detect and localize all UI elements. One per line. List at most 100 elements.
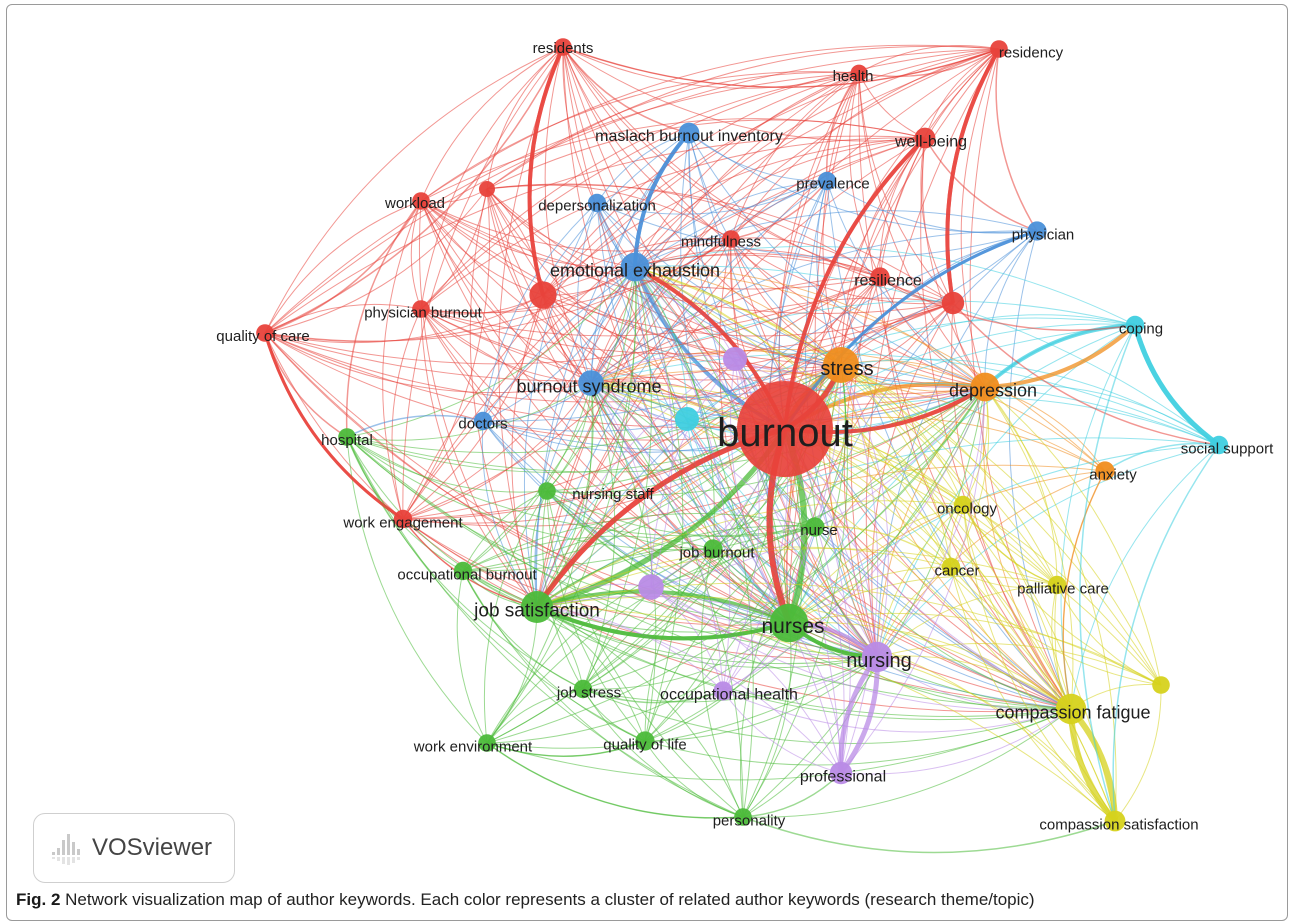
node-occupational-health [713, 681, 733, 701]
node-wellbeing [914, 127, 936, 149]
node-depersonalization [587, 193, 607, 213]
network-link [590, 382, 1058, 586]
network-link [420, 188, 488, 310]
network-link [876, 584, 1058, 658]
network-link [962, 504, 1116, 822]
label-wellbeing: well-being [894, 134, 967, 151]
network-link [498, 46, 564, 608]
network-link [346, 382, 592, 441]
network-link [840, 364, 1072, 710]
network-link [486, 708, 1072, 781]
node-anxiety [1095, 461, 1115, 481]
network-link [264, 46, 564, 334]
network-link [481, 420, 538, 608]
network-link [788, 621, 1072, 710]
network-link [420, 71, 860, 202]
network-link [722, 690, 842, 774]
node-purple-unlabeled-b [638, 574, 664, 600]
node-mindfulness [722, 230, 740, 248]
vosviewer-logo-icon [52, 834, 80, 865]
node-cyan-unlabeled [675, 407, 699, 431]
network-link [346, 436, 488, 744]
network-link [876, 230, 1038, 658]
network-link [582, 548, 714, 690]
network-link [456, 570, 488, 744]
node-oncology [953, 495, 973, 515]
network-link [922, 137, 986, 388]
network-link [420, 46, 564, 202]
network-link [462, 570, 744, 818]
network-link [984, 386, 1058, 586]
network-link [634, 266, 1058, 586]
network-link [542, 238, 732, 296]
network-link [527, 46, 565, 296]
network-link [486, 188, 790, 624]
network-link [546, 266, 636, 492]
node-doctors [473, 411, 493, 431]
network-link [345, 200, 422, 438]
network-link [742, 772, 842, 818]
network-link [462, 570, 790, 633]
node-red-unlabeled-b [941, 291, 965, 315]
network-link [264, 332, 878, 658]
network-link [742, 656, 878, 818]
network-link [420, 276, 881, 337]
label-coping: coping [1119, 320, 1163, 337]
network-link [486, 266, 637, 744]
network-link [840, 230, 1038, 366]
network-link [879, 48, 1000, 278]
network-link [346, 436, 538, 608]
network-link [650, 358, 736, 588]
node-yellow-unlabeled [1152, 676, 1170, 694]
network-link [402, 276, 881, 520]
network-link [590, 364, 842, 398]
network-link [788, 470, 1106, 624]
network-link [462, 570, 878, 665]
network-link [582, 656, 878, 703]
label-emotional-exhaustion: emotional exhaustion [550, 260, 720, 280]
network-link [410, 200, 422, 310]
network-link [788, 575, 1058, 624]
network-link [482, 266, 636, 422]
network-link [840, 364, 1162, 686]
label-workload: workload [384, 195, 445, 212]
label-nursing-staff: nursing staff [572, 486, 654, 503]
network-link [402, 137, 926, 520]
network-link [462, 570, 646, 742]
network-link [590, 382, 1162, 686]
network-link [1132, 324, 1221, 448]
network-link [544, 46, 592, 384]
network-link [590, 72, 860, 384]
label-burnout: burnout [717, 411, 853, 455]
node-nursing [861, 641, 893, 673]
network-link [634, 266, 1162, 686]
network-link [634, 180, 828, 268]
network-link [596, 180, 828, 215]
network-link [483, 490, 548, 744]
label-health: health [833, 68, 874, 85]
node-work-environment [478, 734, 496, 752]
network-link [562, 46, 1000, 88]
network-link [486, 382, 593, 744]
network-link [264, 332, 986, 429]
network-link [582, 266, 652, 690]
network-link [814, 386, 986, 528]
node-hospital [338, 428, 356, 446]
node-residents [554, 38, 572, 56]
network-link [840, 386, 986, 774]
network-link [650, 586, 724, 692]
node-professional [829, 761, 853, 785]
network-link [730, 358, 790, 624]
network-link [264, 46, 564, 334]
network-link [814, 525, 952, 568]
network-link [590, 382, 724, 692]
network-link [402, 302, 954, 520]
node-job-satisfaction [521, 591, 553, 623]
label-residency: residency [999, 44, 1064, 61]
network-link [730, 72, 860, 240]
network-link [420, 294, 544, 315]
network-link [644, 740, 744, 818]
network-link [264, 200, 422, 334]
network-link [1079, 324, 1136, 822]
